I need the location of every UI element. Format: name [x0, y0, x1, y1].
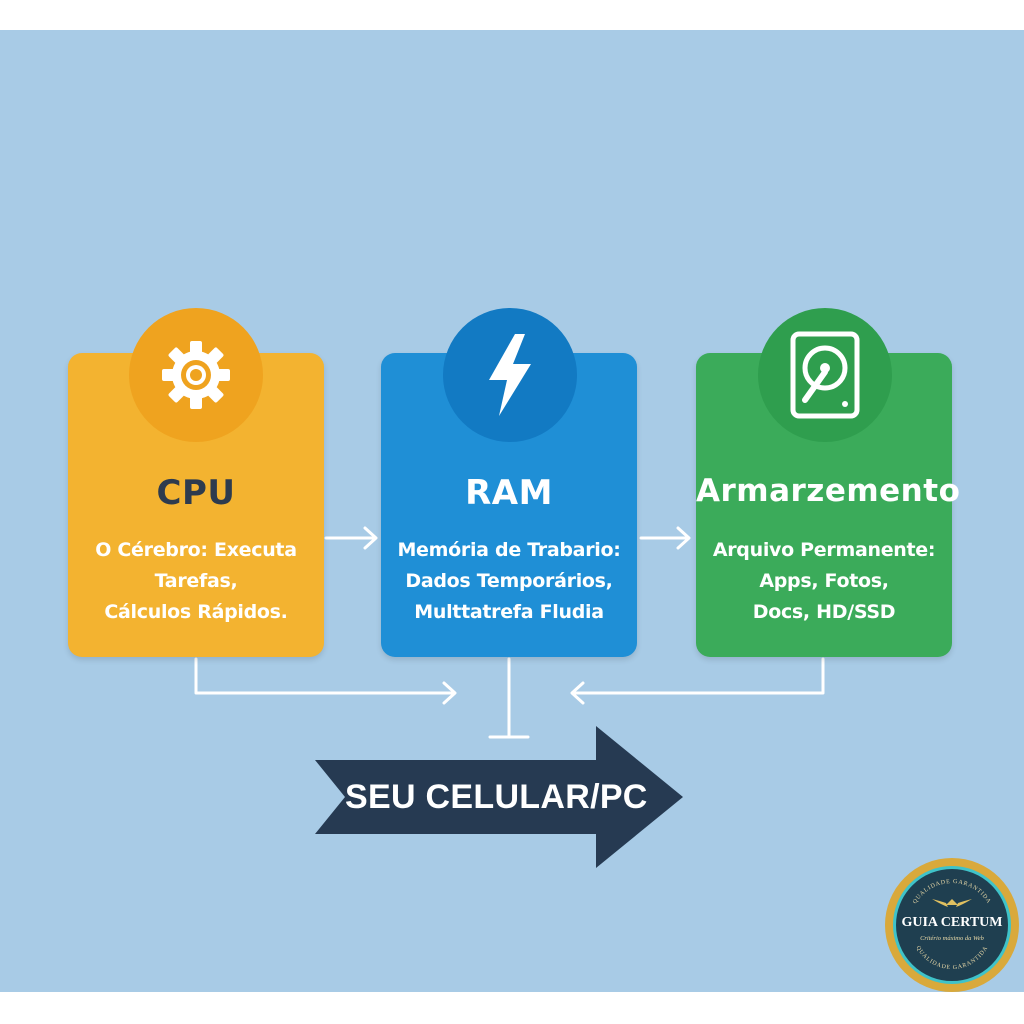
lightning-bolt-icon	[443, 308, 577, 442]
ram-card: RAM Memória de Trabario: Dados Temporári…	[381, 353, 637, 657]
storage-description-line: Arquivo Permanente:	[712, 539, 936, 561]
arrowhead-cpu-to-device	[442, 681, 457, 705]
seal-name: GUIA CERTUM	[901, 915, 1003, 930]
arrow-storage-to-device	[571, 657, 825, 695]
ram-description-line: Dados Temporários,	[405, 570, 613, 592]
ram-description-line: Multtatrefa Fludia	[414, 601, 604, 623]
guia-certum-seal: QUALIDADE GARANTIDA QUALIDADE GARANTIDA …	[885, 858, 1019, 992]
svg-text:QUALIDADE GARANTIDA: QUALIDADE GARANTIDA	[915, 945, 990, 971]
result-label: SEU CELULAR/PC	[345, 778, 648, 816]
ram-description: Memória de Trabario: Dados Temporários, …	[393, 535, 625, 628]
cpu-card: CPU O Cérebro: Executa Tarefas, Cálculos…	[68, 353, 324, 657]
cpu-description-line: O Cérebro: Executa	[95, 539, 297, 561]
arrowhead-storage-to-device	[570, 681, 585, 705]
storage-description: Arquivo Permanente: Apps, Fotos, Docs, H…	[708, 535, 940, 628]
gear-icon	[129, 308, 263, 442]
storage-title: Armarzemento	[696, 473, 961, 509]
cpu-title: CPU	[156, 473, 236, 513]
seal-tagline: Critério máximo da Web	[920, 935, 984, 942]
seal-ring: QUALIDADE GARANTIDA QUALIDADE GARANTIDA	[912, 879, 991, 971]
arrow-cpu-to-device	[194, 657, 456, 695]
cpu-description-line: Cálculos Rápidos.	[104, 601, 288, 623]
arrowhead-cpu-to-ram	[363, 526, 378, 550]
ram-title: RAM	[465, 473, 553, 513]
hard-drive-icon	[758, 308, 892, 442]
storage-description-line: Apps, Fotos,	[759, 570, 889, 592]
cpu-description: O Cérebro: Executa Tarefas, Cálculos Ráp…	[80, 535, 312, 628]
seal-inner: QUALIDADE GARANTIDA QUALIDADE GARANTIDA …	[893, 866, 1011, 984]
ram-description-line: Memória de Trabario:	[397, 539, 621, 561]
arrowhead-ram-to-storage	[676, 526, 691, 550]
storage-description-line: Docs, HD/SSD	[752, 601, 896, 623]
cpu-description-line: Tarefas,	[154, 570, 238, 592]
